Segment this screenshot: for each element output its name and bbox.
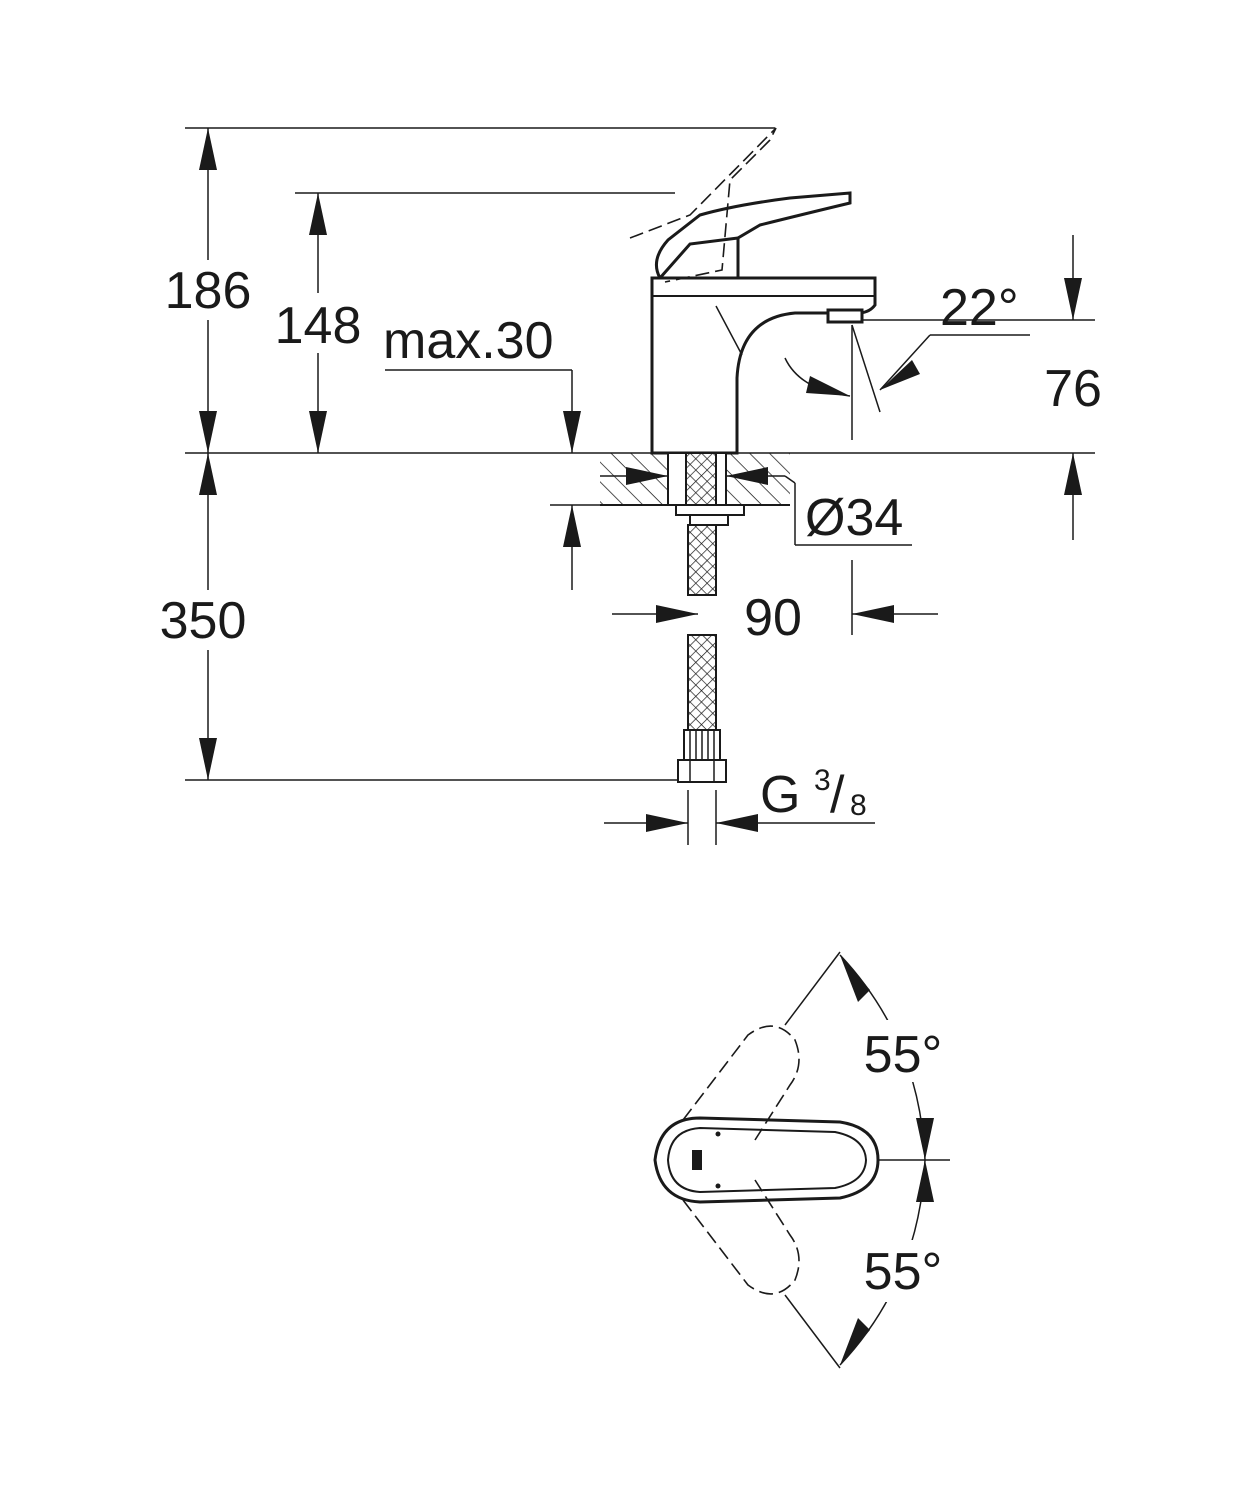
- faucet-top-body: [653, 1116, 880, 1204]
- dim-label-350: 350: [160, 592, 247, 650]
- dimension-186: 186: [158, 128, 258, 453]
- dim-label-deck: max.30: [383, 312, 554, 370]
- dimension-thread: G 3 / 8: [604, 764, 875, 832]
- dim-label-90: 90: [744, 589, 802, 647]
- supply-hose: [677, 524, 727, 783]
- dimension-deck: max.30: [383, 312, 581, 590]
- dimension-22-deg: 22°: [784, 279, 1030, 413]
- dim-label-22: 22°: [940, 279, 1019, 337]
- faucet-body: [650, 276, 877, 455]
- dim-label-diameter: Ø34: [805, 489, 903, 547]
- dimension-90: 90: [612, 589, 938, 647]
- mounting-hardware: [667, 452, 745, 526]
- dimension-76: 76: [1044, 235, 1102, 540]
- dim-label-thread-g: G: [760, 766, 800, 824]
- dim-label-thread-slash: /: [830, 766, 845, 824]
- dim-label-thread-num: 3: [814, 764, 831, 797]
- dim-label-148: 148: [275, 297, 362, 355]
- lever-ghost-positions: [682, 1025, 800, 1295]
- top-view: 55° 55°: [653, 951, 955, 1369]
- dim-label-76: 76: [1044, 360, 1102, 418]
- dimension-148: 148: [268, 193, 368, 453]
- angle-lines: 55° 55°: [784, 951, 955, 1369]
- deck-section: [600, 453, 790, 506]
- faucet-lever: [629, 127, 852, 283]
- dim-label-186: 186: [165, 262, 252, 320]
- dim-label-55-back: 55°: [864, 1026, 943, 1084]
- dimension-350: 350: [150, 453, 260, 780]
- dim-label-thread-den: 8: [850, 789, 867, 822]
- dim-label-55-front: 55°: [864, 1243, 943, 1301]
- side-view: 186 148 max.30 350: [150, 127, 1102, 845]
